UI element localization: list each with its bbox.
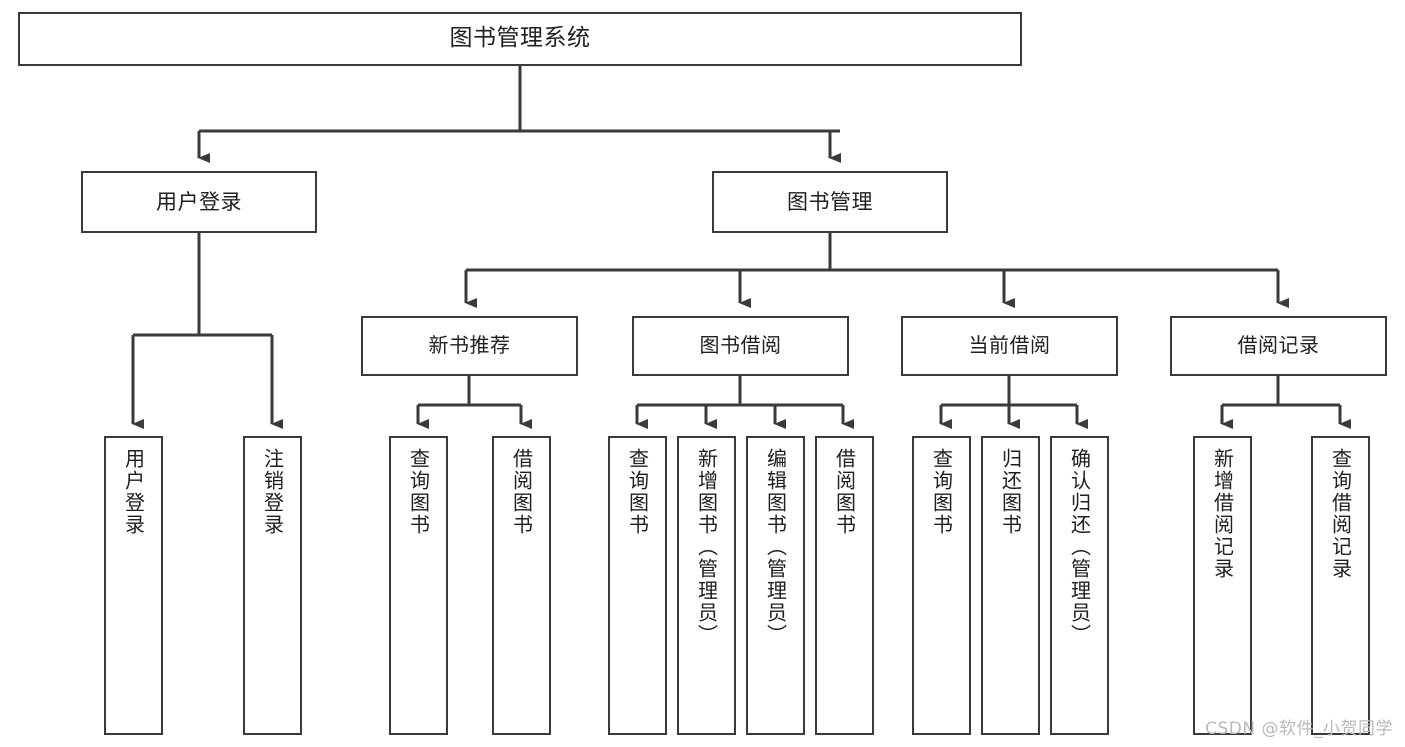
leaf-recommend-query-book[interactable]: 查询图书 — [389, 436, 448, 735]
node-current-borrow[interactable]: 当前借阅 — [901, 316, 1118, 376]
leaf-recommend-borrow-book[interactable]: 借阅图书 — [492, 436, 551, 735]
leaf-current-query-book-label: 查询图书 — [929, 448, 954, 536]
leaf-user-login-signout-label: 注销登录 — [260, 448, 285, 536]
leaf-user-login-signout[interactable]: 注销登录 — [243, 436, 302, 735]
leaf-record-add-record-label: 新增借阅记录 — [1210, 448, 1235, 580]
leaf-current-query-book[interactable]: 查询图书 — [912, 436, 971, 735]
leaf-recommend-borrow-book-label: 借阅图书 — [509, 448, 534, 536]
leaf-borrow-edit-book-admin-label: 编辑图书（管理员） — [763, 448, 788, 646]
node-book-management[interactable]: 图书管理 — [712, 171, 948, 233]
node-book-borrow[interactable]: 图书借阅 — [632, 316, 849, 376]
leaf-borrow-add-book-admin-label: 新增图书（管理员） — [694, 448, 719, 646]
node-user-login-label: 用户登录 — [156, 189, 242, 214]
node-new-book-recommend[interactable]: 新书推荐 — [361, 316, 578, 376]
leaf-record-query-record-label: 查询借阅记录 — [1328, 448, 1353, 580]
node-user-login[interactable]: 用户登录 — [81, 171, 317, 233]
node-borrow-record-label: 借阅记录 — [1237, 333, 1320, 358]
leaf-current-confirm-return-admin[interactable]: 确认归还（管理员） — [1050, 436, 1109, 735]
node-new-book-recommend-label: 新书推荐 — [428, 333, 511, 358]
leaf-borrow-query-book-label: 查询图书 — [625, 448, 650, 536]
leaf-borrow-add-book-admin[interactable]: 新增图书（管理员） — [677, 436, 736, 735]
leaf-user-login-signin[interactable]: 用户登录 — [104, 436, 163, 735]
node-root-system[interactable]: 图书管理系统 — [18, 12, 1022, 66]
csdn-watermark: CSDN @软件_小贺同学 — [1205, 719, 1393, 739]
node-book-management-label: 图书管理 — [787, 189, 873, 214]
node-borrow-record[interactable]: 借阅记录 — [1170, 316, 1387, 376]
leaf-current-return-book-label: 归还图书 — [998, 448, 1023, 536]
leaf-record-add-record[interactable]: 新增借阅记录 — [1193, 436, 1252, 735]
node-book-borrow-label: 图书借阅 — [699, 333, 782, 358]
leaf-user-login-signin-label: 用户登录 — [121, 448, 146, 536]
leaf-borrow-edit-book-admin[interactable]: 编辑图书（管理员） — [746, 436, 805, 735]
leaf-current-confirm-return-admin-label: 确认归还（管理员） — [1067, 448, 1092, 646]
leaf-borrow-query-book[interactable]: 查询图书 — [608, 436, 667, 735]
leaf-recommend-query-book-label: 查询图书 — [406, 448, 431, 536]
leaf-current-return-book[interactable]: 归还图书 — [981, 436, 1040, 735]
leaf-borrow-borrow-book[interactable]: 借阅图书 — [815, 436, 874, 735]
node-current-borrow-label: 当前借阅 — [968, 333, 1051, 358]
leaf-borrow-borrow-book-label: 借阅图书 — [832, 448, 857, 536]
leaf-record-query-record[interactable]: 查询借阅记录 — [1311, 436, 1370, 735]
node-root-system-label: 图书管理系统 — [449, 25, 591, 52]
